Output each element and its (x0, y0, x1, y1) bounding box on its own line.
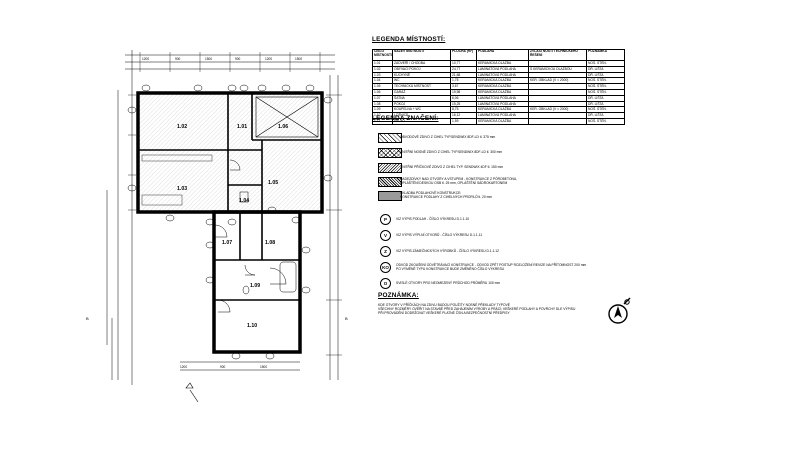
legend-mark-circle: Z (380, 246, 391, 257)
notes-block: POZNÁMKA: KDE OTVORY V PŘÍČKÁCH NA ZDIVU… (378, 292, 618, 316)
symbols-legend: LEGENDA ZNAČENÍ: OBVODOVÉ ZDIVO Z CIHEL … (372, 115, 632, 289)
room-label: 1.06 (278, 124, 288, 130)
rooms-table-header-cell: ČÍSLO MÍSTNOSTI (372, 49, 393, 61)
legend-mark-circle: KO (380, 262, 391, 273)
rooms-table-header-cell: NÁZEV MÍSTNOSTI (392, 49, 451, 61)
outer-wall-south-block (212, 210, 302, 354)
dimension-lines (106, 50, 339, 385)
svg-text:900: 900 (175, 57, 181, 61)
rooms-table-header-cell: PLOCHA (m²) (450, 49, 477, 61)
legend-mark-text: VIZ VÝPIS PODLAH - ČÍSLO VÝKRESU D.1.1.1… (396, 217, 469, 221)
room-label: 1.05 (268, 180, 278, 186)
legend-swatch (378, 133, 402, 143)
svg-text:900: 900 (220, 365, 226, 369)
window-tags (127, 84, 333, 360)
legend-text: SKLADBA PODLAHOVÉ KONSTRUKCE:KONSTRUKCE … (400, 191, 492, 199)
north-arrow-icon (608, 297, 631, 324)
room-label: 1.04 (239, 198, 249, 204)
svg-text:1500: 1500 (295, 57, 302, 61)
section-mark-right: B (345, 316, 348, 321)
room-label: 1.08 (265, 240, 275, 246)
table-cell: NOŠ. STĚN. (586, 117, 625, 125)
svg-text:900: 900 (235, 57, 241, 61)
legend-mark-circle: P (380, 214, 391, 225)
room-label: 1.02 (177, 124, 187, 130)
plan-annotations: 1200 900 1500 900 1200 1500 1200 900 1500 (142, 57, 302, 369)
legend-text: VNITŘNÍ PŘÍČKOVÉ ZDIVO Z CIHEL TYP. SEND… (400, 165, 503, 169)
legend-text-line: KONSTRUKCE PODLAHY Z CIHELNÝCH PROFILŮ t… (400, 195, 493, 199)
legend-text-line: ODVOD ZKOUŠENÍ ODVĚTRÁVACÍ KONSTRUKCE - … (396, 263, 587, 267)
room-labels: 1.02 1.01 1.06 1.03 1.04 1.05 1.07 1.08 … (177, 124, 288, 329)
section-labels: B B (86, 316, 348, 321)
legend-text-line: VNITŘNÍ NOSNÉ ZDIVO Z CIHEL TYP.SENDWIX … (400, 150, 503, 154)
legend-swatch (378, 177, 402, 187)
room-label: 1.09 (250, 283, 260, 289)
legend-text-line: VIZ VÝPIS PODLAH - ČÍSLO VÝKRESU D.1.1.1… (396, 217, 470, 221)
legend-text-line: NADEZDÍVKY NAD OTVORY A VSTUPEM - KONSTR… (400, 177, 518, 181)
legend-text-line: SKLADBA PODLAHOVÉ KONSTRUKCE: (400, 191, 462, 195)
legend-text-line: OPLÁŠTĚNÍ DESKOU OSB tl. 25 mm, OPLÁŠTĚN… (400, 181, 508, 185)
svg-text:1200: 1200 (265, 57, 272, 61)
notes-title: POZNÁMKA: (378, 292, 419, 299)
legend-text-line: OBVODOVÉ ZDIVO Z CIHEL TYP.SENDWIX 8DF-L… (400, 135, 496, 139)
rooms-table-header-cell: PODLAHA (476, 49, 529, 61)
svg-text:1200: 1200 (180, 365, 187, 369)
legend-mark-circle: V (380, 230, 391, 241)
legend-text-line: VIZ VÝPIS VÝPLNÍ OTVORŮ - ČÍSLO VÝKRESU … (396, 233, 483, 237)
door-swings (214, 159, 287, 313)
room-label: 1.07 (222, 240, 232, 246)
legend-mark-text: VIZ VÝPIS ZÁMEČNICKÝCH VÝROBKŮ - ČÍSLO V… (396, 249, 499, 253)
kitchen-counter (141, 154, 213, 206)
legend-swatch (378, 148, 402, 158)
garage-interior (255, 96, 319, 138)
legend-text-line: PO VÝMĚNĚ TYPU KONSTRUKCE BUDE ZMĚNĚNO Č… (396, 267, 505, 271)
rooms-table-header-cell: POZNÁMKA (586, 49, 625, 61)
legend-text: NADEZDÍVKY NAD OTVORY A VSTUPEM - KONSTR… (400, 177, 517, 185)
section-cut-markers (185, 382, 199, 403)
legend-mark-text: ODVOD ZKOUŠENÍ ODVĚTRÁVACÍ KONSTRUKCE - … (396, 263, 586, 271)
svg-text:1500: 1500 (260, 365, 267, 369)
section-mark-left: B (86, 316, 89, 321)
room-label: 1.10 (247, 323, 257, 329)
note-line: VŠECHNY ROZMĚRY OVĚŘIT NA STAVBĚ PŘED ZA… (378, 307, 576, 312)
floor-plan: 1200 900 1500 900 1200 1500 1200 900 1500 1.02… (86, 50, 348, 403)
legend-swatch (378, 163, 402, 173)
legend-swatch (378, 191, 402, 201)
room-label: 1.03 (177, 186, 187, 192)
room-label: 1.01 (237, 124, 247, 130)
rooms-legend-title: LEGENDA MÍSTNOSTÍ: (372, 36, 446, 43)
rooms-table-header-cell: ZVLÁŠTNOSTI TECHNICKÉHO ŘEŠENÍ (528, 49, 587, 61)
interior-walls (138, 93, 322, 301)
legend-mark-text: SVISLÉ OTVORY PRO NEOMEZENÝ PRŮCHOD PRŮM… (396, 281, 500, 285)
legend-text-line: SVISLÉ OTVORY PRO NEOMEZENÝ PRŮCHOD PRŮM… (396, 281, 501, 285)
legend-text: OBVODOVÉ ZDIVO Z CIHEL TYP.SENDWIX 8DF-L… (400, 135, 495, 139)
dimension-ticks (128, 52, 342, 356)
symbols-legend-title: LEGENDA ZNAČENÍ: (372, 115, 439, 122)
svg-text:1200: 1200 (142, 57, 149, 61)
legend-text-line: VNITŘNÍ PŘÍČKOVÉ ZDIVO Z CIHEL TYP. SEND… (400, 165, 504, 169)
legend-text: VNITŘNÍ NOSNÉ ZDIVO Z CIHEL TYP.SENDWIX … (400, 150, 502, 154)
note-line: KDE OTVORY V PŘÍČKÁCH NA ZDIVU BUDOU POU… (378, 303, 510, 307)
legend-text-line: VIZ VÝPIS ZÁMEČNICKÝCH VÝROBKŮ - ČÍSLO V… (396, 249, 499, 253)
legend-mark-text: VIZ VÝPIS VÝPLNÍ OTVORŮ - ČÍSLO VÝKRESU … (396, 233, 482, 237)
sanitary-fixtures (239, 191, 297, 295)
note-line: PŘI PROVÁDĚNÍ DODRŽOVAT VEŠKERÉ PLATNÉ Č… (378, 311, 510, 316)
legend-mark-circle: O (380, 278, 391, 289)
svg-text:1500: 1500 (205, 57, 212, 61)
